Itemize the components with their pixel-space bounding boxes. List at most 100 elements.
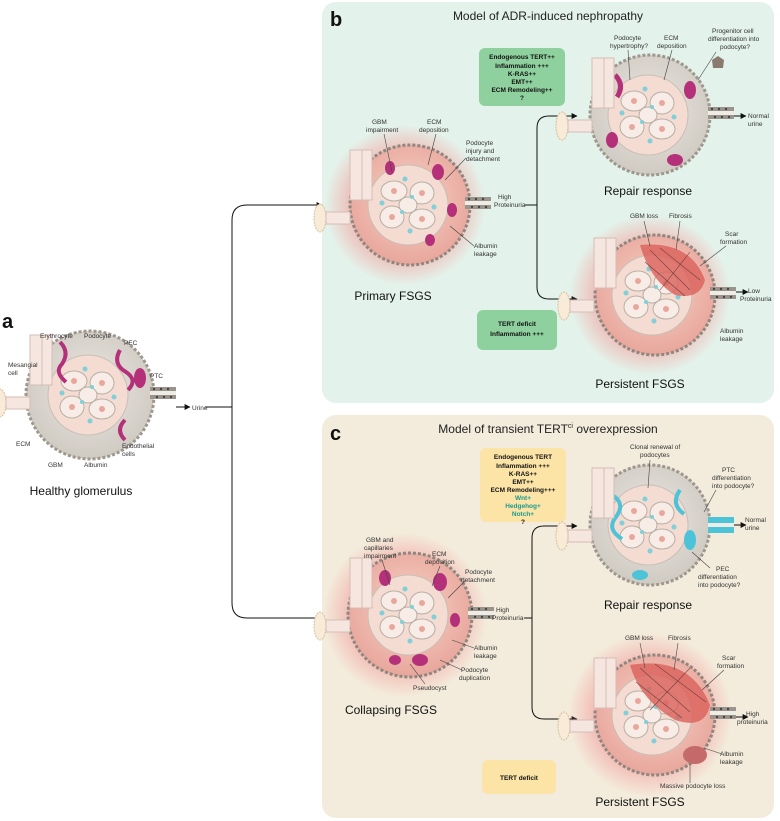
c-endo-line-1: Inflammation +++ [496, 463, 550, 470]
primary-fsgs-caption: Primary FSGS [354, 289, 431, 303]
c-endo-line-2: K-RAS++ [509, 471, 537, 478]
label-b-gbm-1: GBM [372, 119, 387, 126]
b-deficit-line-1: Inflammation +++ [490, 331, 544, 338]
healthy-glomerulus [0, 329, 176, 461]
label-b-p-scar-2: formation [720, 239, 747, 246]
label-b-pod-2: injury and [466, 148, 495, 155]
label-b-ph-2: hypertrophy? [610, 43, 648, 50]
label-urine: Urine [192, 405, 208, 412]
label-c-pseudo: Pseudocyst [413, 685, 447, 692]
c-persistent-caption: Persistent FSGS [595, 795, 684, 809]
c-deficit-box: TERT deficit [482, 760, 556, 794]
label-endothelial-2: cells [122, 451, 136, 458]
label-mesangial-1: Mesangial [8, 362, 38, 369]
label-b-p-lp-2: Proteinuria [740, 296, 772, 303]
label-b-pc-2: differentiation into [708, 36, 760, 43]
c-repair-leaders [647, 459, 717, 569]
label-c-ptc-1: PTC [722, 467, 735, 474]
b-repair-leaders [627, 49, 717, 81]
c-deficit-line-0: TERT deficit [500, 775, 539, 782]
c-endo-question: ? [521, 519, 525, 526]
b-persistent-leaders [643, 220, 727, 267]
label-b-pc-3: podocyte? [720, 44, 750, 51]
label-c-p-scar-1: Scar [722, 655, 736, 662]
label-albumin: Albumin [84, 462, 108, 469]
b-deficit-line-0: TERT deficit [498, 321, 537, 328]
b-branch-down [536, 205, 578, 302]
c-repair-glomerulus [555, 463, 734, 587]
label-c-dup-1: Podocyte [461, 667, 488, 674]
collapsing-fsgs-leaders [381, 559, 475, 685]
panel-c-title-main: Model of transient TERT [438, 422, 568, 436]
branch-to-b [205, 202, 323, 408]
label-b-p-lp-1: Low [748, 288, 760, 295]
label-b-p-alb-2: leakage [720, 336, 743, 343]
collapsing-fsgs-caption: Collapsing FSGS [345, 703, 437, 717]
c-endo-line-4: ECM Remodeling+++ [491, 487, 556, 494]
c-endo-teal-0: Wnt+ [515, 495, 531, 502]
b-endo-line-2: K-RAS++ [508, 71, 536, 78]
label-b-gbm-2: impairment [366, 127, 398, 134]
label-c-ptc-3: into podocyte? [712, 483, 755, 490]
label-c-cr-1: Clonal renewal of [630, 444, 680, 451]
label-c-gbm-3: impairment [364, 553, 396, 560]
b-endo-line-4: ECM Remodeling++ [491, 87, 552, 94]
label-c-alb-2: leakage [474, 653, 497, 660]
label-c-ptc-2: differentiation [712, 475, 751, 482]
label-c-p-hp-1: High [746, 711, 760, 718]
label-pec: PEC [124, 340, 138, 347]
label-b-alb-2: leakage [474, 251, 497, 258]
label-b-alb-1: Albumin [474, 243, 498, 250]
label-erythrocyte: Erythrocyte [40, 333, 73, 340]
label-c-hp-1: High [496, 607, 510, 614]
label-c-p-fib: Fibrosis [668, 635, 692, 642]
label-c-p-alb-1: Albumin [720, 751, 744, 758]
label-c-pod-1: Podocyte [465, 569, 492, 576]
label-ptc: PTC [150, 373, 163, 380]
label-b-pod-3: detachment [466, 156, 500, 163]
label-c-nu-2: urine [745, 525, 760, 532]
healthy-glomerulus-caption: Healthy glomerulus [30, 484, 133, 498]
panel-letter-a: a [2, 311, 14, 333]
b-deficit-box: TERT deficit Inflammation +++ [477, 310, 557, 350]
b-endo-line-3: EMT++ [511, 79, 533, 86]
panel-c-title-sup: ci [568, 423, 574, 430]
label-b-p-scar-1: Scar [725, 231, 739, 238]
label-b-hp-1: High [498, 194, 512, 201]
c-repair-caption: Repair response [604, 598, 692, 612]
label-b-ecm-2: deposition [419, 127, 449, 134]
b-repair-caption: Repair response [604, 184, 692, 198]
label-c-ecm-1: ECM [432, 551, 446, 558]
b-endogenous-box: Endogenous TERT++ Inflammation +++ K-RAS… [479, 48, 565, 106]
b-branch-up [525, 113, 578, 206]
label-c-ecm-2: deposition [425, 559, 455, 566]
label-b-r-ecm-2: deposition [657, 43, 687, 50]
label-b-nu-1: Normal [748, 113, 770, 120]
label-b-hp-2: Proteinuria [494, 202, 526, 209]
label-c-alb-1: Albumin [474, 645, 498, 652]
label-c-p-scar-2: formation [717, 663, 744, 670]
b-repair-labels: Podocyte hypertrophy? ECM deposition Pro… [604, 28, 770, 198]
label-ecm: ECM [16, 441, 30, 448]
c-persistent-glomerulus [557, 633, 736, 797]
label-mesangial-2: cell [8, 370, 18, 377]
primary-fsgs-glomerulus [313, 125, 491, 285]
label-b-ecm-1: ECM [427, 119, 441, 126]
c-persistent-labels: GBM loss Fibrosis Scar formation High pr… [595, 635, 768, 809]
label-c-p-gbm: GBM loss [625, 635, 654, 642]
b-persistent-labels: GBM loss Fibrosis Scar formation Low Pro… [595, 213, 772, 391]
label-b-p-fib: Fibrosis [669, 213, 693, 220]
label-b-p-gbm: GBM loss [630, 213, 659, 220]
label-c-dup-2: duplication [459, 675, 490, 682]
label-c-p-hp-2: proteinuria [737, 719, 768, 726]
panel-b-title: Model of ADR-induced nephropathy [453, 9, 643, 23]
c-endogenous-box: Endogenous TERT Inflammation +++ K-RAS++… [480, 448, 566, 522]
label-c-p-alb-2: leakage [720, 759, 743, 766]
c-branch-down [531, 618, 578, 722]
label-endothelial-1: Endothelial [122, 443, 155, 450]
label-c-cr-2: podocytes [640, 452, 670, 459]
label-b-r-ecm-1: ECM [664, 35, 678, 42]
label-c-p-mpl: Massive podocyte loss [660, 783, 726, 790]
b-endo-line-5: ? [520, 95, 524, 102]
label-podocyte: Podocyte [84, 333, 111, 340]
